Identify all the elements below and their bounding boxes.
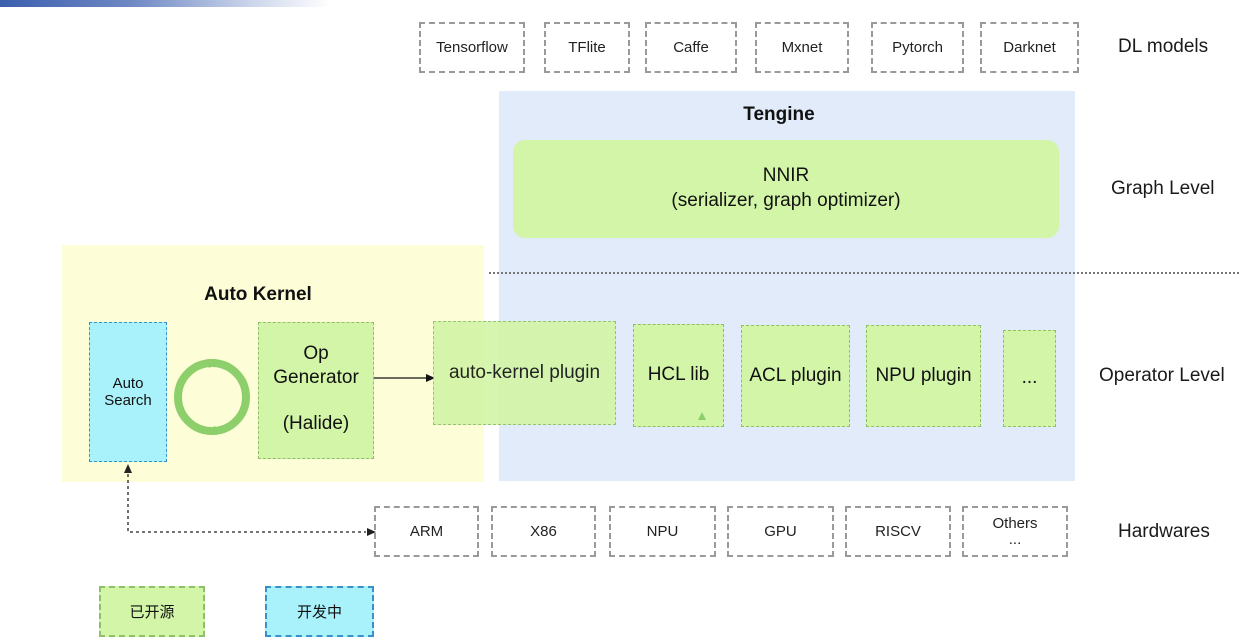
model-tensorflow: Tensorflow [419, 22, 525, 73]
operator-level-label: Operator Level [1099, 365, 1225, 386]
header-accent-bar [0, 0, 330, 7]
model-tflite: TFlite [544, 22, 630, 73]
nnir-box: NNIR (serializer, graph optimizer) [513, 140, 1059, 238]
acl-plugin-box: ACL plugin [741, 325, 850, 427]
legend-in-development: 开发中 [265, 586, 374, 637]
model-pytorch: Pytorch [871, 22, 964, 73]
hcl-lib-box: HCL lib [633, 324, 724, 427]
op-generator-box: Op Generator (Halide) [258, 322, 374, 459]
auto-search-line2: Search [104, 392, 152, 409]
auto-kernel-title: Auto Kernel [204, 284, 312, 305]
hardwares-label: Hardwares [1118, 521, 1210, 542]
tengine-title: Tengine [743, 104, 815, 125]
model-caffe: Caffe [645, 22, 737, 73]
nnir-title: NNIR [762, 165, 810, 187]
op-generator-line1: Op [303, 343, 329, 364]
hardware-others-ellipsis: ... [1008, 530, 1022, 548]
auto-search-box: Auto Search [89, 322, 167, 462]
hardware-others: Others ... [962, 506, 1068, 557]
search-to-hardware-connector [124, 464, 376, 536]
dl-models-label: DL models [1118, 36, 1209, 57]
hardware-others-label: Others [992, 514, 1038, 532]
model-mxnet: Mxnet [755, 22, 849, 73]
op-generator-line2: Generator [273, 367, 359, 388]
op-generator-line3: (Halide) [282, 413, 350, 434]
graph-level-label: Graph Level [1111, 178, 1215, 199]
more-plugins-box: ... [1003, 330, 1056, 427]
generator-to-plugin-arrow [374, 374, 435, 382]
hardware-gpu: GPU [727, 506, 834, 557]
legend-open-source: 已开源 [99, 586, 205, 637]
level-separator [489, 272, 1239, 274]
npu-plugin-box: NPU plugin [866, 325, 981, 427]
auto-kernel-plugin-box: auto-kernel plugin [433, 321, 616, 425]
hardware-arm: ARM [374, 506, 479, 557]
small-up-arrow-icon [698, 412, 706, 420]
hardware-riscv: RISCV [845, 506, 951, 557]
auto-search-line1: Auto [112, 374, 144, 392]
hardware-x86: X86 [491, 506, 596, 557]
model-darknet: Darknet [980, 22, 1079, 73]
nnir-subtitle: (serializer, graph optimizer) [671, 190, 901, 211]
hardware-npu: NPU [609, 506, 716, 557]
cycle-icon [174, 359, 250, 435]
